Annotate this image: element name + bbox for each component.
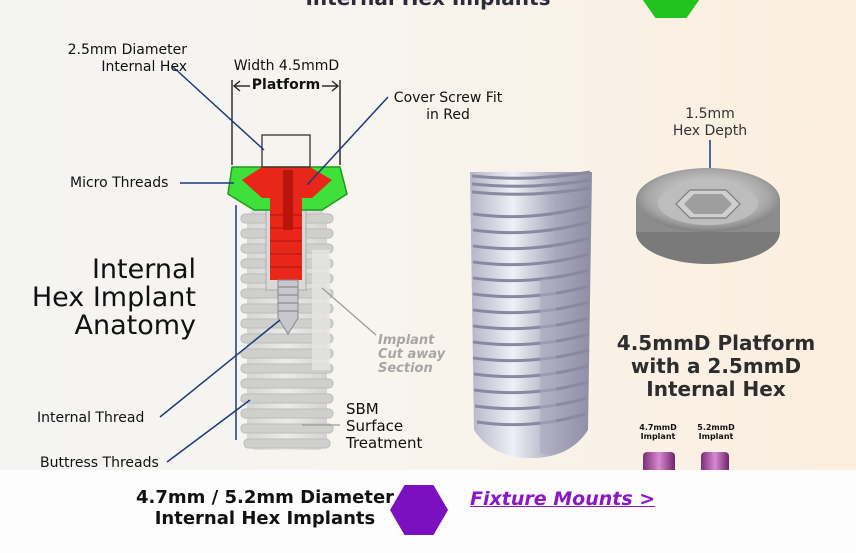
mount-47-line2: Implant xyxy=(640,432,676,441)
micro-threads-label: Micro Threads xyxy=(70,175,169,191)
anatomy-title: Internal Hex Implant Anatomy xyxy=(20,256,196,340)
top-hexagon-icon xyxy=(640,0,702,18)
platform-desc-line1: 4.5mmD Platform xyxy=(616,331,816,355)
footer-title-line2: Internal Hex Implants xyxy=(154,508,376,529)
platform-description: 4.5mmD Platform with a 2.5mmD Internal H… xyxy=(610,332,822,401)
width-label: Width 4.5mmD xyxy=(233,58,340,74)
mount-52-line2: Implant xyxy=(698,432,734,441)
hex-depth-line2: Hex Depth xyxy=(672,123,748,139)
footer-title-line1: 4.7mm / 5.2mm Diameter xyxy=(135,487,395,508)
mount-52-line1: 5.2mmD xyxy=(697,423,735,432)
internal-thread-label: Internal Thread xyxy=(37,410,145,426)
sbm-line1: SBM xyxy=(346,400,379,418)
platform-desc-line2: with a 2.5mmD xyxy=(630,354,802,378)
anatomy-line1: Internal xyxy=(91,254,196,285)
cutaway-leader xyxy=(302,287,377,426)
mount-47-line1: 4.7mmD xyxy=(639,423,677,432)
diameter-hex-label: 2.5mm Diameter Internal Hex xyxy=(62,42,187,76)
anatomy-line2: Hex Implant xyxy=(31,282,196,313)
platform-dimension xyxy=(231,80,341,165)
hex-depth-label: 1.5mm Hex Depth xyxy=(660,106,760,140)
sbm-line3: Treatment xyxy=(346,434,423,452)
mount-47-label: 4.7mmD Implant xyxy=(632,423,684,441)
hex-depth-line1: 1.5mm xyxy=(685,106,735,122)
footer-title: 4.7mm / 5.2mm Diameter Internal Hex Impl… xyxy=(130,487,400,529)
sbm-label: SBM Surface Treatment xyxy=(346,401,422,452)
sbm-line2: Surface xyxy=(346,417,404,435)
leader-lines xyxy=(159,65,711,463)
anatomy-line3: Anatomy xyxy=(74,310,196,341)
buttress-threads-label: Buttress Threads xyxy=(40,455,159,471)
cutaway-line1: Implant xyxy=(378,333,435,348)
cutaway-label: Implant Cut away Section xyxy=(378,334,445,376)
header-title: Internal Hex Implants xyxy=(0,0,856,10)
cover-screw-label: Cover Screw Fit in Red xyxy=(383,90,513,124)
diameter-hex-line2: Internal Hex xyxy=(101,59,187,75)
cover-screw-line1: Cover Screw Fit xyxy=(393,90,503,106)
hex-platform-ring xyxy=(636,168,780,264)
diameter-hex-line1: 2.5mm Diameter xyxy=(67,42,187,58)
cutaway-line2: Cut away xyxy=(378,347,446,362)
cutaway-line3: Section xyxy=(378,361,433,376)
fixture-mounts-link[interactable]: Fixture Mounts > xyxy=(470,488,656,510)
full-implant xyxy=(470,170,592,458)
platform-desc-line3: Internal Hex xyxy=(646,377,786,401)
cover-screw-line2: in Red xyxy=(426,107,470,123)
platform-label: Platform xyxy=(251,77,321,93)
cross-section-implant xyxy=(227,134,348,450)
mount-52-label: 5.2mmD Implant xyxy=(690,423,742,441)
